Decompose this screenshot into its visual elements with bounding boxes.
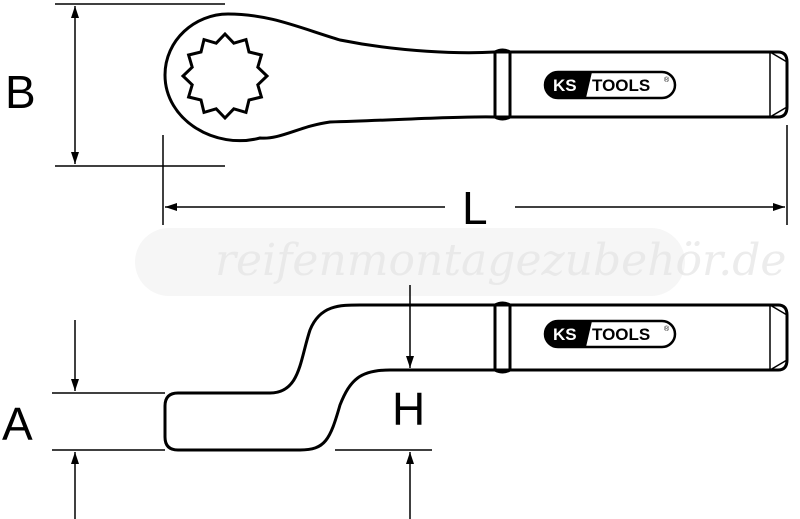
watermark: reifenmontagezubehör.de — [135, 228, 786, 296]
dimension-L: L — [162, 125, 788, 234]
svg-text:B: B — [5, 66, 36, 118]
svg-text:TOOLS: TOOLS — [592, 325, 650, 344]
svg-text:TOOLS: TOOLS — [592, 76, 650, 95]
dimension-H: H — [335, 285, 432, 519]
svg-text:L: L — [462, 182, 488, 234]
svg-text:reifenmontagezubehör.de: reifenmontagezubehör.de — [215, 235, 786, 286]
logo-top: KS TOOLS ® — [543, 70, 677, 100]
dimension-B: B — [5, 3, 225, 167]
svg-text:H: H — [392, 383, 425, 435]
svg-text:®: ® — [664, 325, 670, 333]
logo-side: KS TOOLS ® — [543, 319, 677, 349]
svg-text:KS: KS — [553, 325, 577, 344]
ring-12-point-star — [180, 31, 270, 121]
wrench-side-view — [163, 301, 789, 452]
wrench-top-view — [163, 12, 789, 143]
svg-text:®: ® — [664, 76, 670, 84]
svg-text:A: A — [2, 398, 33, 450]
dimension-A: A — [2, 320, 165, 519]
svg-text:KS: KS — [553, 76, 577, 95]
